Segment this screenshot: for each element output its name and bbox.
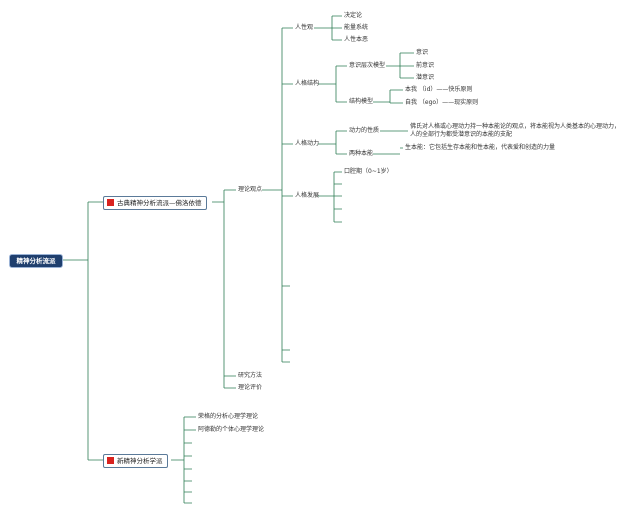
node-oral-stage[interactable]: 口腔期（0~1岁） xyxy=(344,168,393,175)
node-evaluation[interactable]: 理论评价 xyxy=(238,384,263,391)
node-life-instinct[interactable]: 生本能：它包括生存本能和性本能，代表爱和创造的力量 xyxy=(405,144,556,151)
node-adler-theory[interactable]: 阿德勒的个体心理学理论 xyxy=(198,426,265,433)
node-two-instincts[interactable]: 两种本能 xyxy=(349,150,374,157)
node-determinism[interactable]: 决定论 xyxy=(344,12,363,19)
root-node[interactable]: 精神分析流派 xyxy=(9,254,63,268)
node-dynamics-nature[interactable]: 动力的性质 xyxy=(349,127,380,134)
node-theory[interactable]: 理论观点 xyxy=(238,186,263,193)
red-flag-icon xyxy=(107,457,114,464)
node-conscious[interactable]: 意识 xyxy=(416,49,429,56)
node-unconscious[interactable]: 潜意识 xyxy=(416,74,435,81)
node-id[interactable]: 本我 （id）——快乐原则 xyxy=(405,86,473,93)
node-consciousness-model[interactable]: 意识层次模型 xyxy=(349,62,386,69)
node-ego[interactable]: 自我 （ego）——现实原则 xyxy=(405,99,479,106)
node-human-evil[interactable]: 人性本恶 xyxy=(344,36,369,43)
node-dynamics-nature-text-2: 人的全部行为都受潜意识的本能的支配 xyxy=(410,131,513,138)
red-flag-icon xyxy=(107,199,114,206)
node-method[interactable]: 研究方法 xyxy=(238,372,263,379)
node-personality-dynamics[interactable]: 人格动力 xyxy=(295,140,320,147)
node-structure-model[interactable]: 结构模型 xyxy=(349,98,374,105)
node-preconscious[interactable]: 前意识 xyxy=(416,62,435,69)
branch-classic-label: 古典精神分析流派—佛洛依德 xyxy=(117,199,202,207)
node-personality-development[interactable]: 人格发展 xyxy=(295,192,320,199)
node-energy-system[interactable]: 能量系统 xyxy=(344,24,369,31)
node-human-nature[interactable]: 人性观 xyxy=(295,24,314,31)
branch-neo-psychoanalysis[interactable]: 新精神分析学派 xyxy=(103,454,168,468)
branch-neo-label: 新精神分析学派 xyxy=(117,457,163,465)
branch-classic-psychoanalysis[interactable]: 古典精神分析流派—佛洛依德 xyxy=(103,196,207,210)
node-jung-theory[interactable]: 荣格的分析心理学理论 xyxy=(198,413,259,420)
node-dynamics-nature-text-1: 佛氏对人格或心理动力持一种本能论的观点，将本能视为人类基本的心理动力， xyxy=(410,123,621,130)
node-personality-structure[interactable]: 人格结构 xyxy=(295,80,320,87)
